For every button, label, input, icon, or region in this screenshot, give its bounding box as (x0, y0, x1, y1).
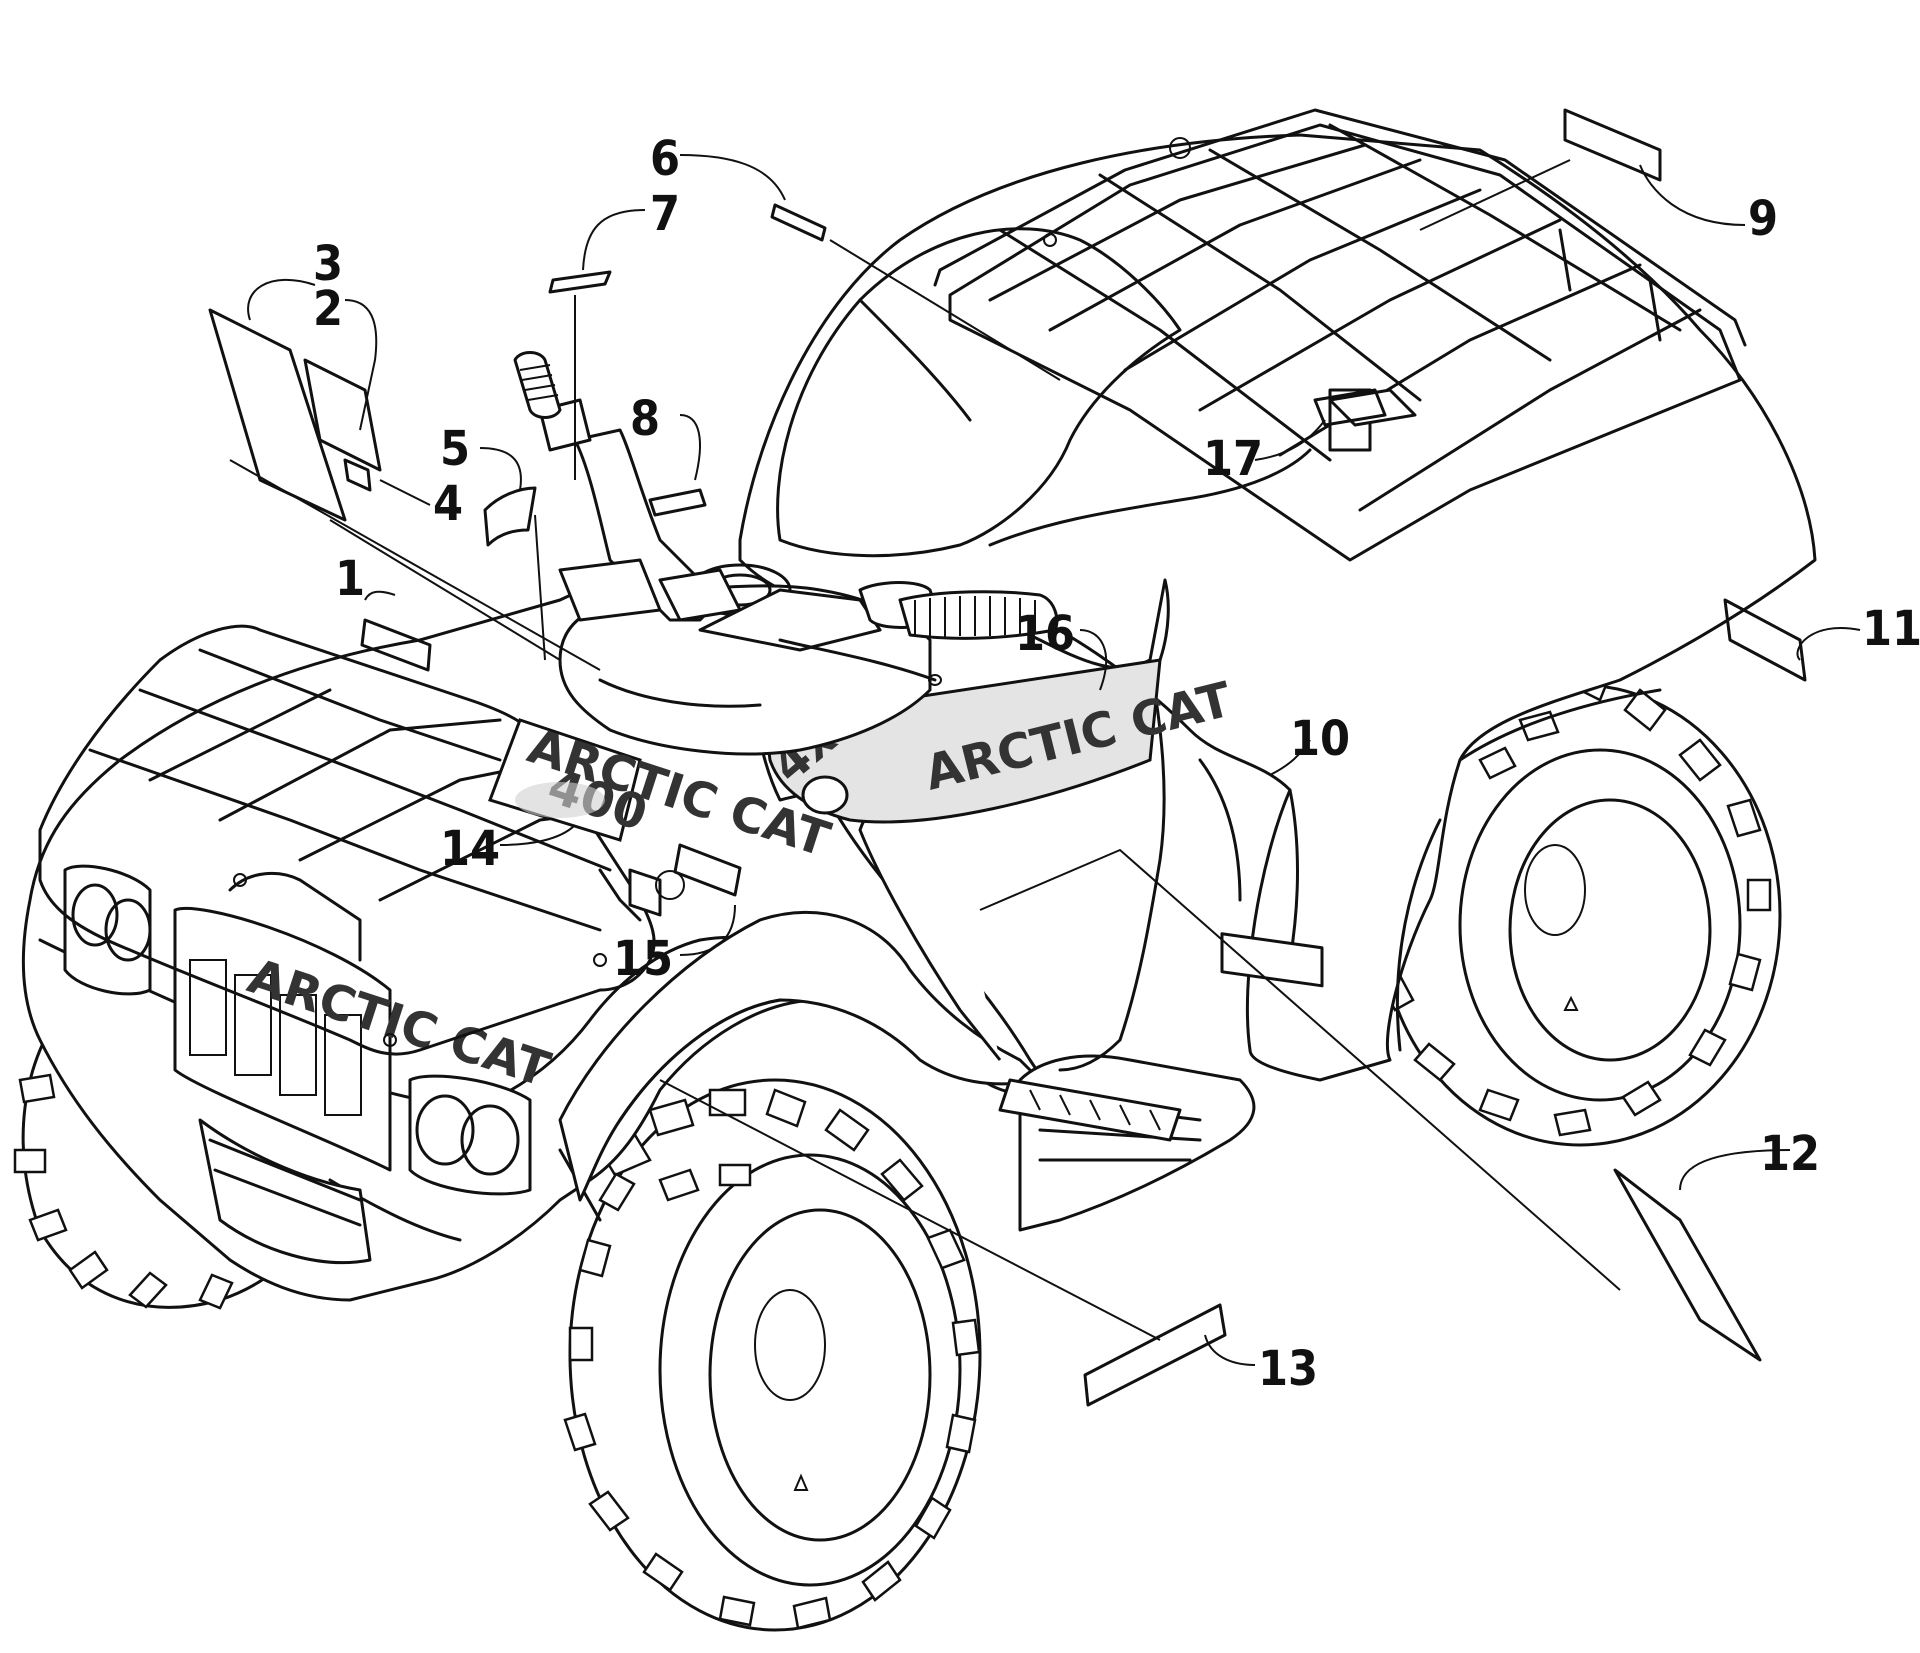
callout-1: 1 (335, 551, 365, 607)
front-right-wheel (563, 1078, 982, 1632)
callout-16: 16 (1015, 606, 1075, 662)
callout-2: 2 (313, 281, 343, 337)
decal-4-shape (343, 458, 372, 492)
callout-6: 6 (650, 131, 680, 187)
callout-10: 10 (1290, 711, 1350, 767)
decal-9-shape (1563, 108, 1662, 182)
callout-11: 11 (1862, 601, 1920, 657)
decal-11-shape (1723, 598, 1807, 682)
callout-15: 15 (613, 931, 673, 987)
rear-rack (933, 108, 1747, 562)
callouts: 1 2 3 4 5 6 7 8 9 10 11 12 13 14 15 16 1… (313, 131, 1920, 1397)
left-headlight (63, 864, 152, 996)
callout-13: 13 (1258, 1341, 1318, 1397)
front-rack (38, 624, 685, 1056)
decal-5-shape (483, 486, 537, 547)
callout-9: 9 (1748, 191, 1778, 247)
right-headlight (408, 1074, 532, 1196)
decal-13-shape (1083, 1303, 1227, 1407)
decal-2-shape (303, 358, 382, 472)
decal-1-shape (360, 618, 432, 672)
decal-8-shape (648, 488, 707, 517)
callout-7: 7 (650, 186, 680, 242)
callout-8: 8 (630, 391, 660, 447)
callout-3: 3 (313, 236, 343, 292)
callout-4: 4 (433, 476, 463, 532)
seat (776, 227, 1312, 558)
decal-12-shape (1613, 1168, 1762, 1362)
callout-14: 14 (440, 821, 500, 877)
handlebars (513, 351, 1059, 686)
callout-leaders (247, 154, 1861, 1366)
alignment-lines (229, 159, 1621, 1341)
decal-3-shape (208, 308, 347, 522)
decal-15-shape (673, 843, 742, 897)
decal-17-shape (1313, 388, 1387, 427)
callout-12: 12 (1760, 1126, 1820, 1182)
callout-17: 17 (1203, 431, 1263, 487)
footwell (998, 1054, 1256, 1232)
decal-10-shape (1220, 932, 1324, 988)
decal-7-shape (548, 270, 612, 294)
decal-6-shape (770, 203, 827, 242)
front-tire-tread (563, 1088, 981, 1630)
exploded-decals (208, 108, 1807, 1407)
callout-5: 5 (440, 421, 470, 477)
